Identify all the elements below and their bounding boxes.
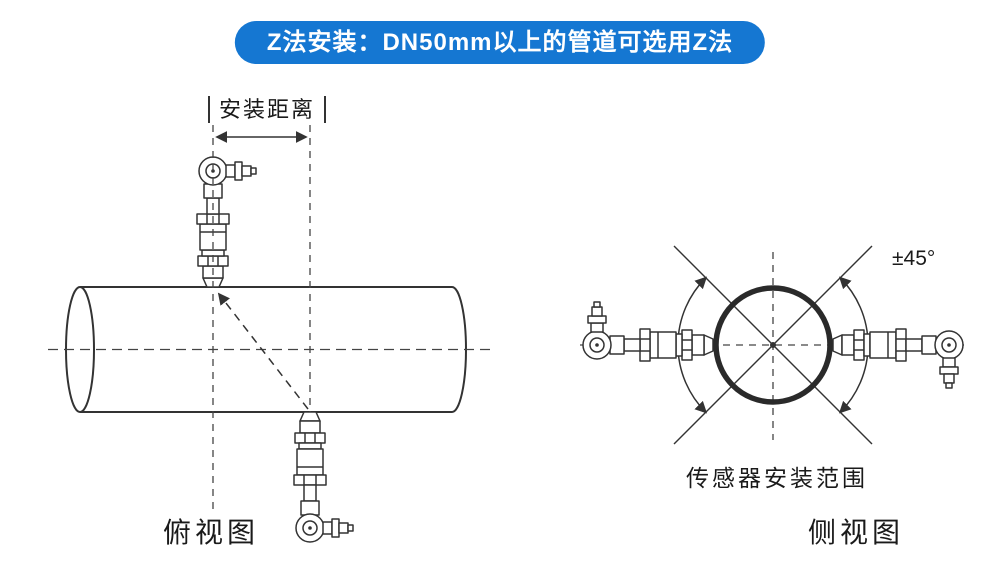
side-view-caption: 侧视图 — [808, 517, 905, 548]
transducer-upstream — [196, 156, 257, 288]
transducer-right — [832, 328, 964, 389]
side-view-diagram — [580, 245, 965, 445]
pipe-center-dot — [770, 342, 776, 348]
transducer-left — [582, 301, 714, 362]
dimension-label: 安装距离 — [208, 96, 327, 123]
sensor-range-label: 传感器安装范围 — [686, 465, 868, 491]
top-view-diagram — [48, 125, 490, 543]
angle-range-label: ±45° — [892, 247, 936, 270]
transducer-downstream — [293, 411, 354, 543]
pipe-cross-section — [713, 285, 833, 405]
top-view-caption: 俯视图 — [163, 517, 260, 548]
beam-path-arrow — [217, 292, 309, 410]
title-banner: Z法安装：DN50mm以上的管道可选用Z法 — [234, 21, 766, 64]
